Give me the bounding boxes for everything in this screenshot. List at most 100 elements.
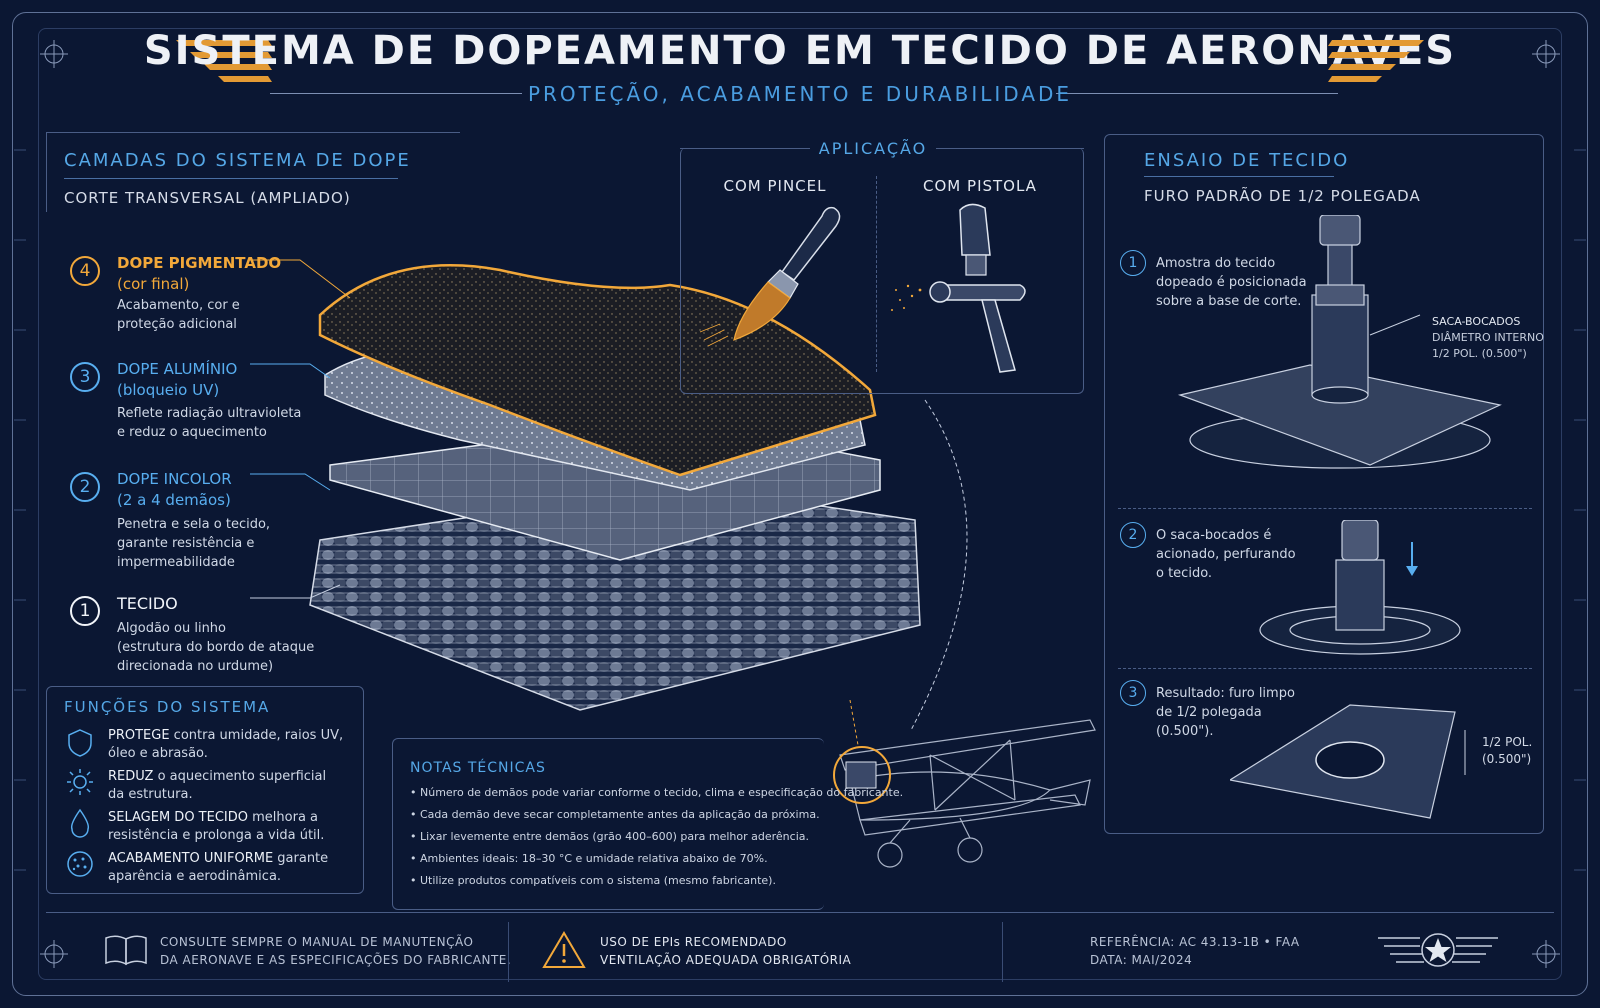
function-3-line2: resistência e prolonga a vida útil. <box>108 828 325 843</box>
test-step-2-line2: acionado, perfurando <box>1156 547 1296 562</box>
spray-gun-illustration <box>891 203 1026 373</box>
function-3-line1: SELAGEM DO TECIDO melhora a <box>108 810 319 825</box>
application-panel <box>680 148 1084 394</box>
footer-epi-line1: USO DE EPIs RECOMENDADO <box>600 935 787 949</box>
test-subheading: FURO PADRÃO DE 1/2 POLEGADA <box>1144 187 1421 205</box>
layer-2-number: 2 <box>70 472 100 502</box>
test-step-3-line3: (0.500"). <box>1156 724 1214 739</box>
layer-1-title: TECIDO <box>117 594 178 613</box>
application-divider <box>876 176 877 372</box>
footer-epi-line2: VENTILAÇÃO ADEQUADA OBRIGATÓRIA <box>600 953 852 967</box>
function-1-line1: PROTEGE contra umidade, raios UV, <box>108 728 344 743</box>
function-2-line1: REDUZ o aquecimento superficial <box>108 769 327 784</box>
note-4: • Ambientes ideais: 18–30 °C e umidade r… <box>410 852 768 865</box>
function-1-line2: óleo e abrasão. <box>108 746 208 761</box>
punch-label-2: DIÂMETRO INTERNO <box>1432 331 1544 344</box>
drop-icon <box>70 808 90 838</box>
hole-label-1: 1/2 POL. <box>1482 735 1533 749</box>
page-title: SISTEMA DE DOPEAMENTO EM TECIDO DE AERON… <box>143 28 1457 74</box>
subtitle-rule-left <box>270 93 522 94</box>
note-3: • Lixar levemente entre demãos (grão 400… <box>410 830 809 843</box>
application-rule-left <box>680 148 810 149</box>
layer-2-title: DOPE INCOLOR <box>117 470 232 488</box>
layer-1-desc2: (estrutura do bordo de ataque <box>117 640 315 655</box>
punch-on-base-illustration <box>1177 215 1502 469</box>
layer-1-desc3: direcionada no urdume) <box>117 659 274 674</box>
test-step-3-line2: de 1/2 polegada <box>1156 705 1262 720</box>
test-step-2-line3: o tecido. <box>1156 566 1213 581</box>
layer-1-number: 1 <box>70 596 100 626</box>
test-divider-1 <box>1118 508 1532 509</box>
inner-frame <box>38 28 1562 980</box>
test-divider-2 <box>1118 668 1532 669</box>
layer-2-title2: (2 a 4 demãos) <box>117 491 231 509</box>
layer-2-desc2: garante resistência e <box>117 536 255 551</box>
layer-4-title2: (cor final) <box>117 275 190 293</box>
test-step-2-line1: O saca-bocados é <box>1156 528 1272 543</box>
note-2: • Cada demão deve secar completamente an… <box>410 808 820 821</box>
brush-illustration <box>699 206 841 347</box>
punch-label-3: 1/2 POL. (0.500") <box>1432 347 1527 360</box>
spray-label: COM PISTOLA <box>923 177 1037 195</box>
layer-3-number: 3 <box>70 362 100 392</box>
note-5: • Utilize produtos compatíveis com o sis… <box>410 874 776 887</box>
test-step-3-number: 3 <box>1120 680 1146 706</box>
hole-label-2: (0.500") <box>1482 752 1532 766</box>
punch-label-1: SACA-BOCADOS <box>1432 315 1521 328</box>
test-step-1-line3: sobre a base de corte. <box>1156 294 1302 309</box>
biplane-illustration <box>833 700 1096 868</box>
footer-date: DATA: MAI/2024 <box>1090 953 1193 967</box>
book-icon <box>105 935 147 966</box>
shield-icon <box>68 729 92 757</box>
layer-4-desc1: Acabamento, cor e <box>117 298 240 313</box>
application-rule-right <box>936 148 1084 149</box>
function-2-line2: da estrutura. <box>108 787 193 802</box>
layers-subheading: CORTE TRANSVERSAL (AMPLIADO) <box>64 189 351 207</box>
punched-sample-illustration <box>1230 704 1466 819</box>
layer-3-title: DOPE ALUMÍNIO <box>117 360 238 378</box>
page-subtitle: PROTEÇÃO, ACABAMENTO E DURABILIDADE <box>527 82 1073 106</box>
footer-reference: REFERÊNCIA: AC 43.13-1B • FAA <box>1090 935 1300 949</box>
test-step-3-line1: Resultado: furo limpo <box>1156 686 1295 701</box>
application-heading: APLICAÇÃO <box>818 139 928 158</box>
punch-action-illustration <box>1259 520 1461 655</box>
layer-3-desc1: Reflete radiação ultravioleta <box>117 406 302 421</box>
layers-left-rule <box>46 132 47 212</box>
layer-1-desc1: Algodão ou linho <box>117 621 226 636</box>
sun-icon <box>67 769 93 795</box>
footer-rule <box>46 912 1554 913</box>
warning-icon <box>542 931 586 968</box>
layers-heading-underline <box>64 178 398 179</box>
wing-star-emblem <box>1378 933 1498 967</box>
footer-divider-2 <box>1002 922 1003 982</box>
layer-2-desc3: impermeabilidade <box>117 555 235 570</box>
layer-2-desc1: Penetra e sela o tecido, <box>117 517 271 532</box>
footer-divider-1 <box>508 922 509 982</box>
test-step-1-line2: dopeado é posicionada <box>1156 275 1307 290</box>
subtitle-rule-right <box>1056 93 1338 94</box>
outer-frame <box>12 12 1588 996</box>
test-heading: ENSAIO DE TECIDO <box>1144 150 1350 171</box>
note-1: • Número de demãos pode variar conforme … <box>410 786 904 799</box>
layer-4-number: 4 <box>70 256 100 286</box>
layer-stack-illustration <box>250 259 968 730</box>
test-step-1-line1: Amostra do tecido <box>1156 256 1276 271</box>
functions-panel <box>46 686 364 894</box>
functions-heading: FUNÇÕES DO SISTEMA <box>64 698 271 716</box>
footer-manual-line1: CONSULTE SEMPRE O MANUAL DE MANUTENÇÃO <box>160 935 474 949</box>
test-heading-underline <box>1144 176 1334 177</box>
layers-heading: CAMADAS DO SISTEMA DE DOPE <box>64 150 411 171</box>
notes-heading: NOTAS TÉCNICAS <box>410 760 546 776</box>
footer-manual-line2: DA AERONAVE E AS ESPECIFICAÇÕES DO FABRI… <box>160 953 512 967</box>
brush-label: COM PINCEL <box>723 177 827 195</box>
notes-panel <box>392 738 824 910</box>
texture-icon <box>67 851 93 877</box>
layers-top-rule <box>46 132 460 133</box>
layer-3-title2: (bloqueio UV) <box>117 381 220 399</box>
test-step-2-number: 2 <box>1120 522 1146 548</box>
test-panel <box>1104 134 1544 834</box>
layer-3-desc2: e reduz o aquecimento <box>117 425 267 440</box>
function-4-line2: aparência e aerodinâmica. <box>108 869 282 884</box>
function-4-line1: ACABAMENTO UNIFORME garante <box>108 851 329 866</box>
